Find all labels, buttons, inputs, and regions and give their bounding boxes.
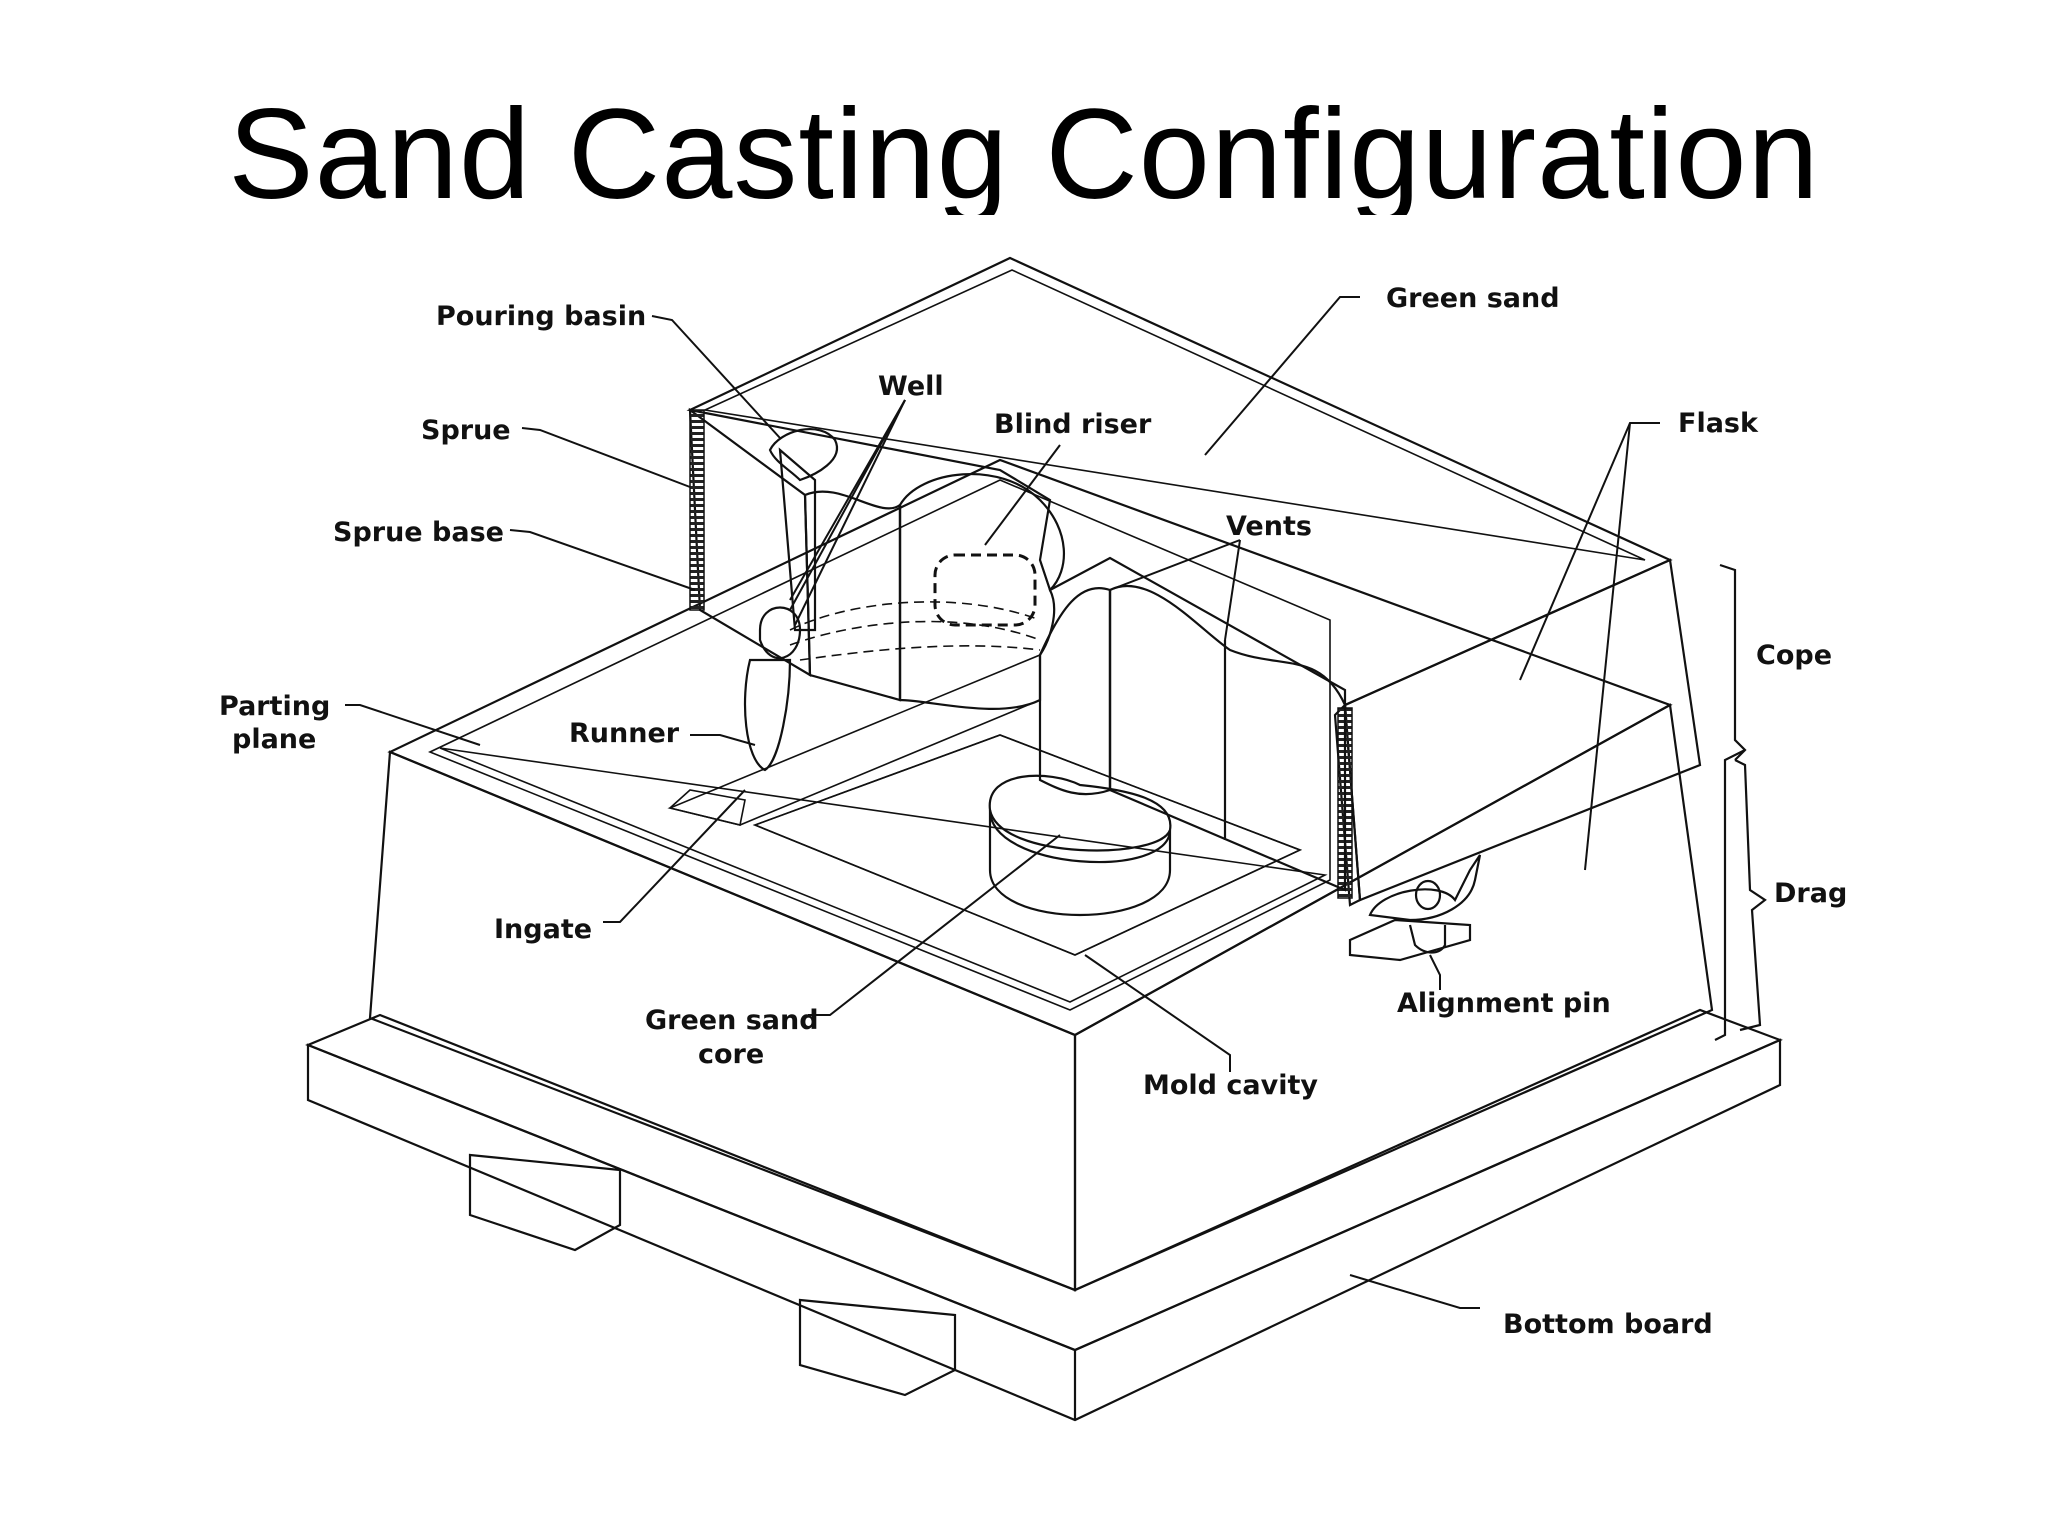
title-clip-mask [0, 215, 2048, 245]
label-parting-plane-line1: Parting [219, 691, 330, 722]
cope-box [686, 256, 1702, 907]
parting-plane [428, 479, 1331, 1011]
label-parting-plane-line2: plane [232, 724, 316, 755]
leader-lines [345, 296, 1660, 1309]
label-blind-riser: Blind riser [994, 409, 1152, 440]
label-vents: Vents [1226, 511, 1312, 542]
label-cope: Cope [1756, 640, 1832, 671]
label-sprue: Sprue [421, 415, 511, 446]
label-bottom-board: Bottom board [1503, 1309, 1713, 1340]
diagram-labels: Pouring basin Well Blind riser Green san… [219, 283, 1847, 1340]
green-sand-core [988, 774, 1172, 917]
label-runner: Runner [569, 718, 680, 749]
sprue-system [743, 428, 1041, 772]
label-green-sand: Green sand [1386, 283, 1560, 314]
label-drag: Drag [1774, 878, 1847, 909]
cope-drag-braces [1714, 563, 1767, 1041]
support-blocks [468, 1153, 957, 1397]
label-alignment-pin: Alignment pin [1397, 988, 1611, 1019]
label-flask: Flask [1678, 408, 1759, 439]
mold-cavity [752, 734, 1303, 956]
drag-box [368, 458, 1714, 1292]
label-well: Well [878, 371, 944, 402]
label-green-sand-core-line2: core [698, 1039, 764, 1070]
label-green-sand-core-line1: Green sand [645, 1005, 819, 1036]
label-mold-cavity: Mold cavity [1143, 1070, 1318, 1101]
label-sprue-base: Sprue base [333, 517, 504, 548]
slide-title: Sand Casting Configuration [228, 83, 1820, 226]
label-pouring-basin: Pouring basin [436, 301, 646, 332]
bottom-board [305, 1008, 1783, 1422]
alignment-pin [1348, 854, 1482, 962]
label-ingate: Ingate [494, 914, 592, 945]
